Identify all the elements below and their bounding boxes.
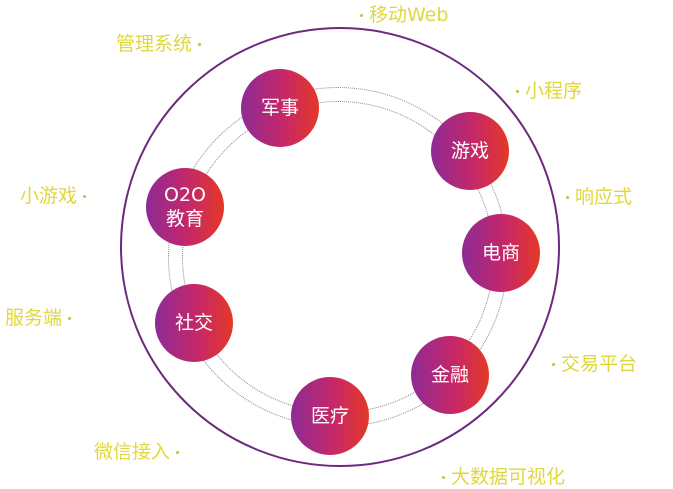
label-server-side: 服务端	[5, 303, 77, 330]
node-finance: 金融	[411, 336, 489, 414]
bullet-dot	[552, 363, 555, 366]
label-mobile-web: 移动Web	[354, 0, 448, 27]
label-management-system: 管理系统	[116, 29, 207, 56]
label-wechat-integration: 微信接入	[94, 437, 185, 464]
bullet-dot	[83, 195, 87, 198]
bullet-dot	[516, 90, 519, 93]
bullet-dot	[442, 476, 445, 479]
label-mini-program: 小程序	[510, 76, 582, 103]
label-trading-platform: 交易平台	[546, 349, 637, 376]
bullet-dot	[360, 14, 363, 17]
node-medical: 医疗	[291, 377, 369, 455]
label-mini-games: 小游戏	[20, 181, 92, 208]
bullet-dot	[198, 43, 202, 46]
node-social: 社交	[155, 284, 233, 362]
outer-ring	[120, 27, 560, 467]
label-responsive: 响应式	[560, 182, 632, 209]
bullet-dot	[68, 317, 72, 320]
node-ecommerce: 电商	[462, 214, 540, 292]
node-games: 游戏	[431, 112, 509, 190]
node-military: 军事	[241, 69, 319, 147]
bullet-dot	[566, 196, 569, 199]
label-big-data-visualization: 大数据可视化	[436, 462, 565, 489]
bullet-dot	[176, 451, 180, 454]
node-o2o-education: O2O 教育	[146, 168, 224, 246]
